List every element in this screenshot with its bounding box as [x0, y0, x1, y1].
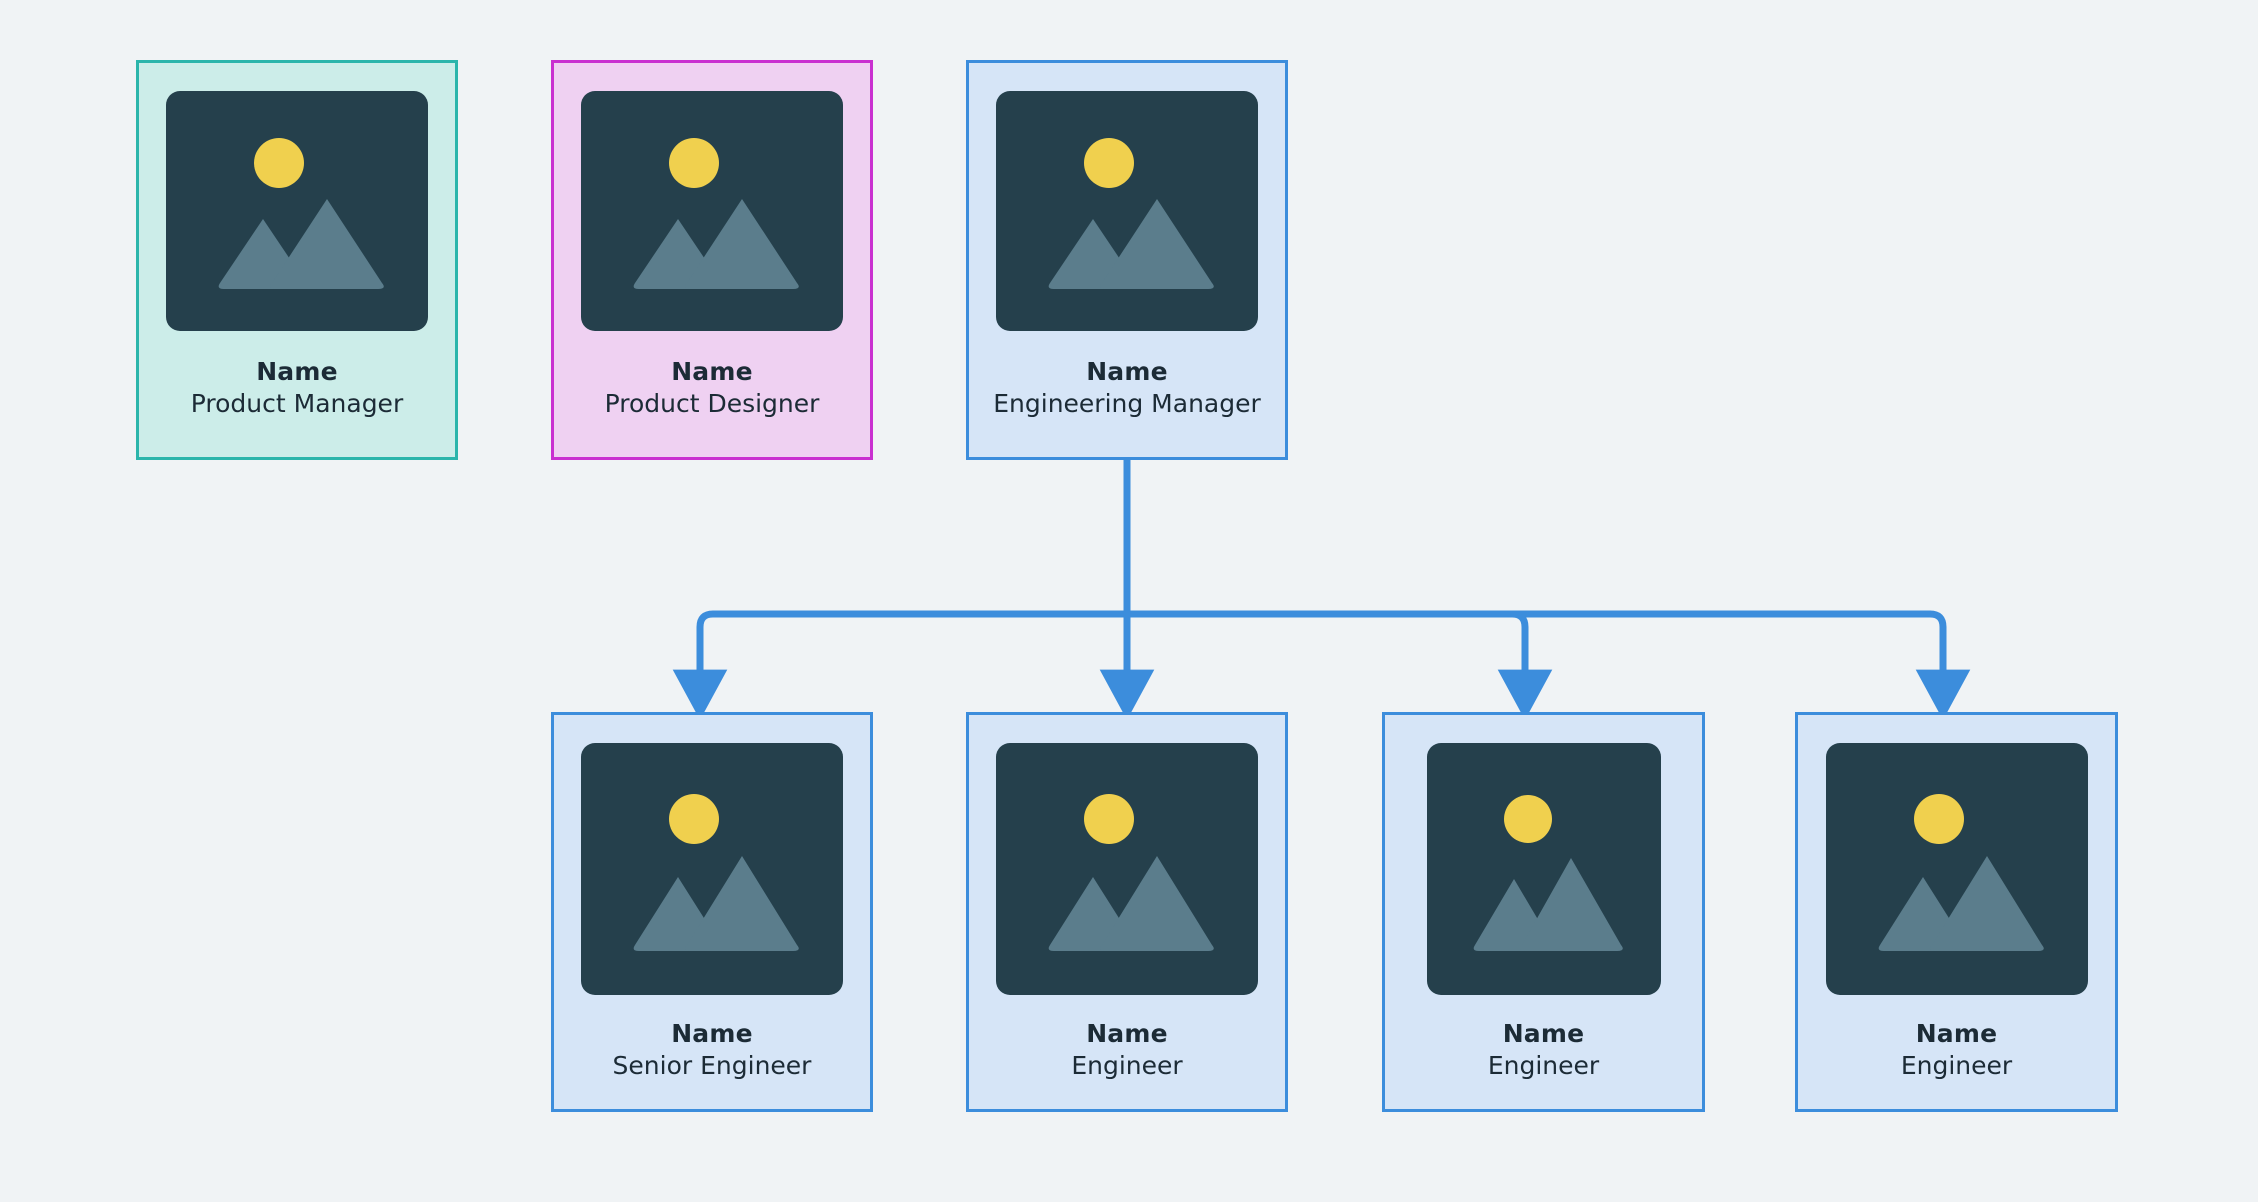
person-role: Engineering Manager — [993, 389, 1261, 418]
mountain-icon — [685, 199, 799, 289]
image-placeholder-icon — [996, 91, 1258, 331]
person-name: Name — [1915, 1019, 1998, 1048]
node-card-engineer-1[interactable]: Name Engineer — [966, 712, 1288, 1112]
photo-graphic — [1048, 794, 1214, 951]
card-text-block: Name Product Designer — [554, 357, 870, 420]
node-card-engineer-2[interactable]: Name Engineer — [1382, 712, 1705, 1112]
image-placeholder-icon — [1825, 743, 2088, 995]
sun-icon — [1084, 794, 1134, 844]
person-name: Name — [256, 357, 338, 386]
person-name: Name — [671, 1019, 753, 1048]
sun-icon — [669, 138, 719, 188]
node-card-engineer-3[interactable]: Name Engineer — [1795, 712, 2118, 1112]
card-text-block: Name Engineer — [1385, 1019, 1702, 1082]
person-role: Senior Engineer — [612, 1051, 812, 1080]
photo-graphic — [1473, 795, 1623, 951]
image-placeholder-icon — [581, 91, 843, 331]
sun-icon — [669, 794, 719, 844]
image-placeholder-icon — [166, 91, 428, 331]
mountain-icon — [1519, 858, 1623, 951]
photo-graphic — [1048, 138, 1214, 289]
person-role: Product Manager — [190, 389, 404, 418]
mountain-icon — [1929, 856, 2044, 951]
person-name: Name — [1502, 1019, 1585, 1048]
card-text-block: Name Engineering Manager — [969, 357, 1285, 420]
person-role: Engineer — [1071, 1051, 1183, 1080]
node-card-senior-engineer[interactable]: Name Senior Engineer — [551, 712, 873, 1112]
sun-icon — [1503, 795, 1552, 843]
card-text-block: Name Senior Engineer — [554, 1019, 870, 1082]
card-text-block: Name Engineer — [1798, 1019, 2115, 1082]
photo-graphic — [633, 138, 799, 289]
connector-to-senior-engineer — [672, 610, 1127, 720]
node-card-product-designer[interactable]: Name Product Designer — [551, 60, 873, 460]
person-name: Name — [671, 357, 753, 386]
image-placeholder-icon — [581, 743, 843, 995]
sun-icon — [254, 138, 304, 188]
person-name: Name — [1086, 357, 1168, 386]
mountain-icon — [1100, 199, 1214, 289]
mountain-icon — [685, 856, 799, 951]
person-name: Name — [1086, 1019, 1168, 1048]
sun-icon — [1084, 138, 1134, 188]
node-card-product-manager[interactable]: Name Product Manager — [136, 60, 458, 460]
image-placeholder-icon — [996, 743, 1258, 995]
node-card-engineering-manager[interactable]: Name Engineering Manager — [966, 60, 1288, 460]
person-role: Engineer — [1487, 1051, 1600, 1080]
photo-graphic — [218, 138, 384, 289]
card-text-block: Name Engineer — [969, 1019, 1285, 1082]
card-text-block: Name Product Manager — [139, 357, 455, 420]
mountain-icon — [1100, 856, 1214, 951]
mountain-icon — [270, 199, 384, 289]
sun-icon — [1913, 794, 1964, 844]
connector-to-engineer-2 — [1127, 610, 1553, 720]
person-role: Engineer — [1900, 1051, 2013, 1080]
person-role: Product Designer — [604, 389, 820, 418]
photo-graphic — [633, 794, 799, 951]
connector-to-engineer-3 — [1127, 610, 1971, 720]
image-placeholder-icon — [1426, 743, 1661, 995]
photo-graphic — [1878, 794, 2044, 951]
